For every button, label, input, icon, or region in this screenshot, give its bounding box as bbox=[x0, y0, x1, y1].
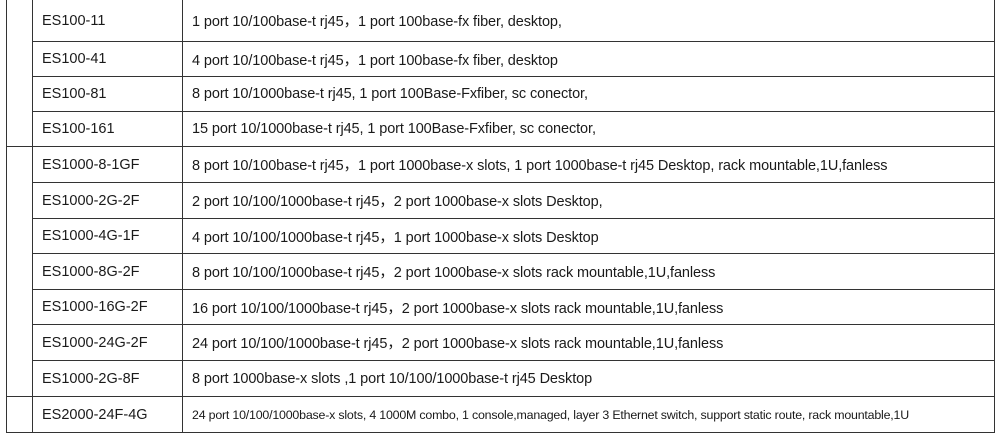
table-row: ES100-161 15 port 10/1000base-t rj45, 1 … bbox=[32, 112, 994, 147]
table-row: ES100-11 1 port 10/100base-t rj45，1 port… bbox=[32, 0, 994, 42]
model-cell: ES100-161 bbox=[42, 121, 115, 137]
product-table: ES100-11 1 port 10/100base-t rj45，1 port… bbox=[6, 0, 995, 433]
description-cell: 16 port 10/100/1000base-t rj45，2 port 10… bbox=[192, 300, 724, 317]
description-cell: 15 port 10/1000base-t rj45, 1 port 100Ba… bbox=[192, 121, 596, 137]
description-cell: 8 port 10/100base-t rj45，1 port 1000base… bbox=[192, 158, 888, 174]
description-cell: 24 port 10/100/1000base-x slots, 4 1000M… bbox=[192, 407, 909, 422]
description-cell: 8 port 10/1000base-t rj45, 1 port 100Bas… bbox=[192, 86, 588, 102]
model-cell: ES1000-2G-2F bbox=[42, 192, 140, 209]
model-cell: ES2000-24F-4G bbox=[42, 406, 148, 423]
model-cell: ES1000-16G-2F bbox=[42, 299, 148, 315]
table-row: ES1000-8G-2F 8 port 10/100/1000base-t rj… bbox=[32, 254, 994, 290]
table-row: ES1000-24G-2F 24 port 10/100/1000base-t … bbox=[32, 325, 994, 361]
table-row: ES1000-2G-8F 8 port 1000base-x slots ,1 … bbox=[32, 361, 994, 397]
description-cell: 2 port 10/100/1000base-t rj45，2 port 100… bbox=[192, 194, 603, 210]
model-cell: ES100-81 bbox=[42, 86, 107, 102]
description-cell: 4 port 10/100/1000base-t rj45，1 port 100… bbox=[192, 229, 599, 246]
model-cell: ES1000-4G-1F bbox=[42, 228, 140, 244]
group-column-divider bbox=[32, 0, 33, 432]
table-border-left bbox=[6, 0, 7, 432]
model-cell: ES1000-8-1GF bbox=[42, 156, 140, 173]
model-cell: ES1000-24G-2F bbox=[42, 334, 148, 351]
model-cell: ES1000-8G-2F bbox=[42, 263, 140, 280]
table-row: ES1000-2G-2F 2 port 10/100/1000base-t rj… bbox=[32, 183, 994, 219]
model-cell: ES100-41 bbox=[42, 51, 107, 67]
table-row: ES2000-24F-4G 24 port 10/100/1000base-x … bbox=[32, 397, 994, 432]
description-cell: 1 port 10/100base-t rj45，1 port 100base-… bbox=[192, 14, 562, 30]
table-row: ES1000-4G-1F 4 port 10/100/1000base-t rj… bbox=[32, 219, 994, 254]
table-row: ES100-41 4 port 10/100base-t rj45，1 port… bbox=[32, 42, 994, 77]
description-cell: 24 port 10/100/1000base-t rj45，2 port 10… bbox=[192, 336, 724, 352]
table-row: ES1000-16G-2F 16 port 10/100/1000base-t … bbox=[32, 290, 994, 325]
model-column-divider bbox=[182, 0, 183, 432]
table-row: ES100-81 8 port 10/1000base-t rj45, 1 po… bbox=[32, 77, 994, 112]
model-cell: ES1000-2G-8F bbox=[42, 370, 140, 387]
model-cell: ES100-11 bbox=[42, 12, 106, 29]
description-cell: 4 port 10/100base-t rj45，1 port 100base-… bbox=[192, 52, 558, 69]
description-cell: 8 port 10/100/1000base-t rj45，2 port 100… bbox=[192, 265, 716, 281]
group-separator bbox=[6, 396, 33, 397]
table-row: ES1000-8-1GF 8 port 10/100base-t rj45，1 … bbox=[32, 147, 994, 183]
group-separator bbox=[6, 146, 33, 147]
description-cell: 8 port 1000base-x slots ,1 port 10/100/1… bbox=[192, 370, 593, 387]
